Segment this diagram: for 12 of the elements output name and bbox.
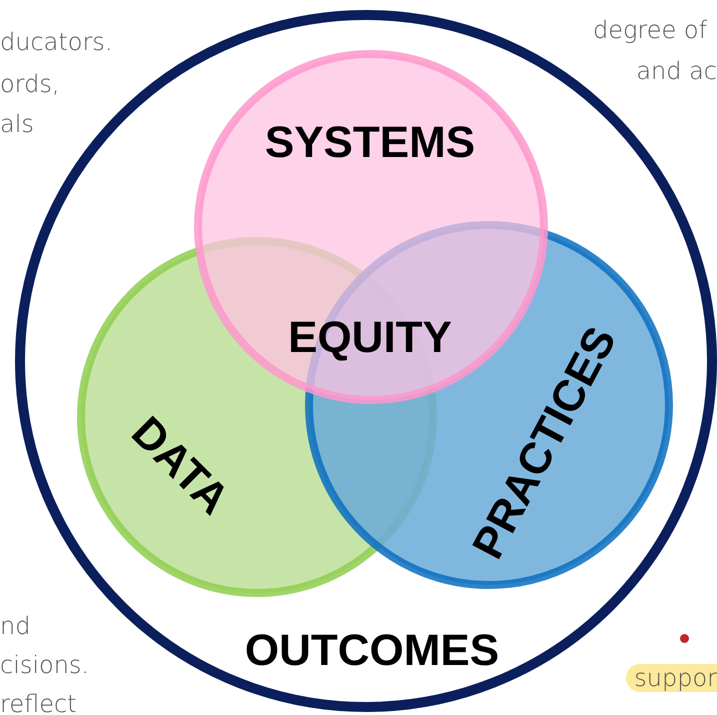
text-fragment: reflect (0, 690, 77, 715)
highlighted-text: suppor (626, 664, 717, 692)
text-fragment: and ac (636, 57, 717, 85)
text-fragment: nd (0, 612, 30, 640)
text-fragment: als (0, 110, 34, 138)
text-fragment: ords, (0, 70, 60, 98)
outer-label: OUTCOMES (244, 626, 500, 676)
text-fragment: cisions. (0, 651, 90, 679)
circle-label: SYSTEMS (264, 118, 476, 168)
center-label: EQUITY (288, 313, 452, 363)
text-fragment: degree of (593, 16, 708, 44)
text-fragment: ducators. (0, 28, 112, 56)
